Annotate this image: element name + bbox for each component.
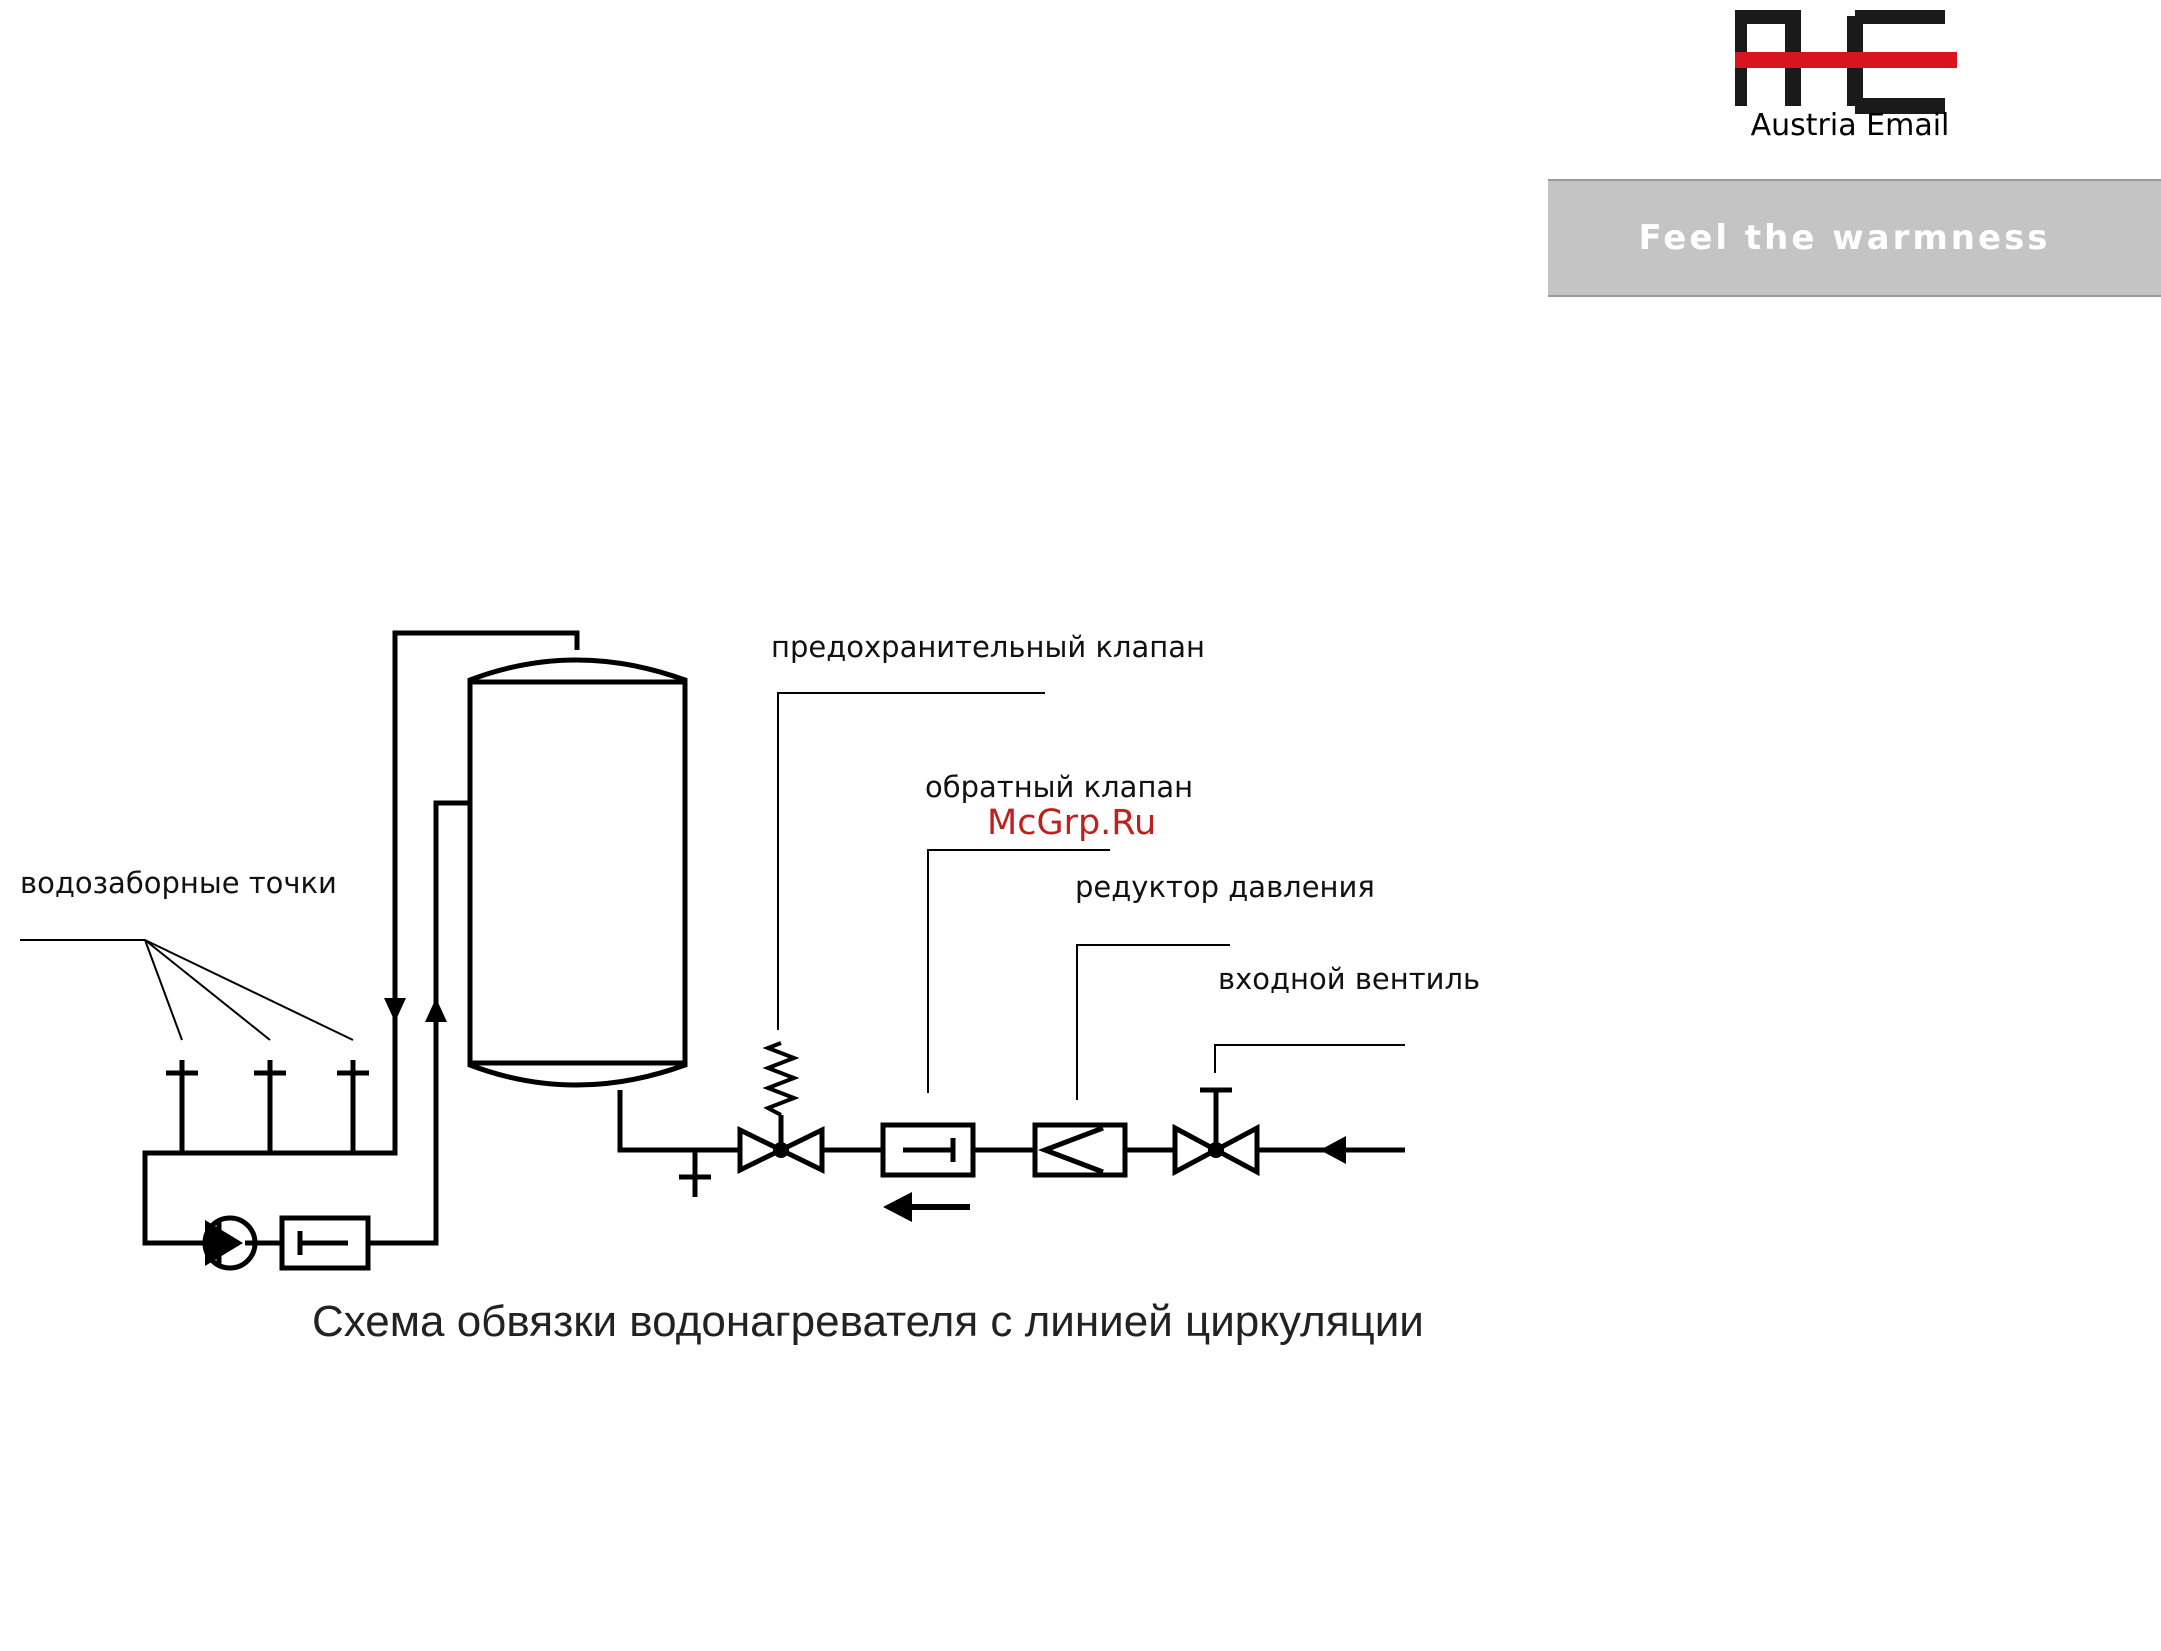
flow-arrow-down [384,998,406,1022]
circulation-return-pipe [245,800,470,1246]
inlet-valve-symbol [1172,1087,1260,1177]
label-check-valve: обратный клапан [925,770,1194,804]
label-draw-off-points: водозаборные точки [20,866,337,900]
leader-safety-valve [777,692,1045,1030]
label-pressure-reducer: редуктор давления [1075,870,1375,904]
draw-off-points [166,1060,369,1153]
leader-inlet-valve [1214,1044,1405,1073]
logo-wordmark: Austria Email [1750,108,1950,143]
water-heater-tank [467,657,688,1088]
check-valve-symbol [880,1122,976,1178]
leader-check-valve [927,849,1110,1093]
inlet-flow-arrow [1320,1136,1346,1164]
circulation-check-valve-symbol [279,1215,371,1271]
label-safety-valve: предохранительный клапан [771,630,1205,664]
hot-water-pipe [142,630,580,1246]
drain-tap [679,1150,711,1197]
label-inlet-valve: входной вентиль [1218,962,1481,996]
slogan-text: Feel the warmness [1638,218,2051,258]
austria-email-logo [1735,10,1957,114]
diagram-caption: Схема обвязки водонагревателя с линией ц… [312,1297,1424,1346]
flow-arrow-up [425,998,447,1022]
cold-water-pipe [617,1090,740,1153]
leader-pressure-reducer [1076,944,1230,1100]
flow-direction-arrow [883,1192,912,1222]
slogan-banner: Feel the warmness [1548,179,2161,297]
leader-draw-off-points [20,939,354,1041]
pressure-reducer-symbol [1032,1122,1128,1178]
watermark: McGrp.Ru [987,803,1157,843]
boiler-piping-diagram [20,630,1405,1271]
